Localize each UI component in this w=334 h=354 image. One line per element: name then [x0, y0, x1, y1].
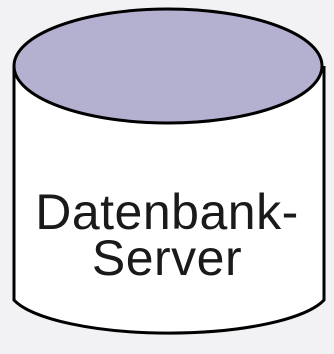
- cylinder-top: [12, 7, 324, 125]
- database-label-line-2: Server: [91, 230, 243, 286]
- cylinder-body: [12, 66, 326, 335]
- database-label-line-1: Datenbank-: [35, 184, 299, 240]
